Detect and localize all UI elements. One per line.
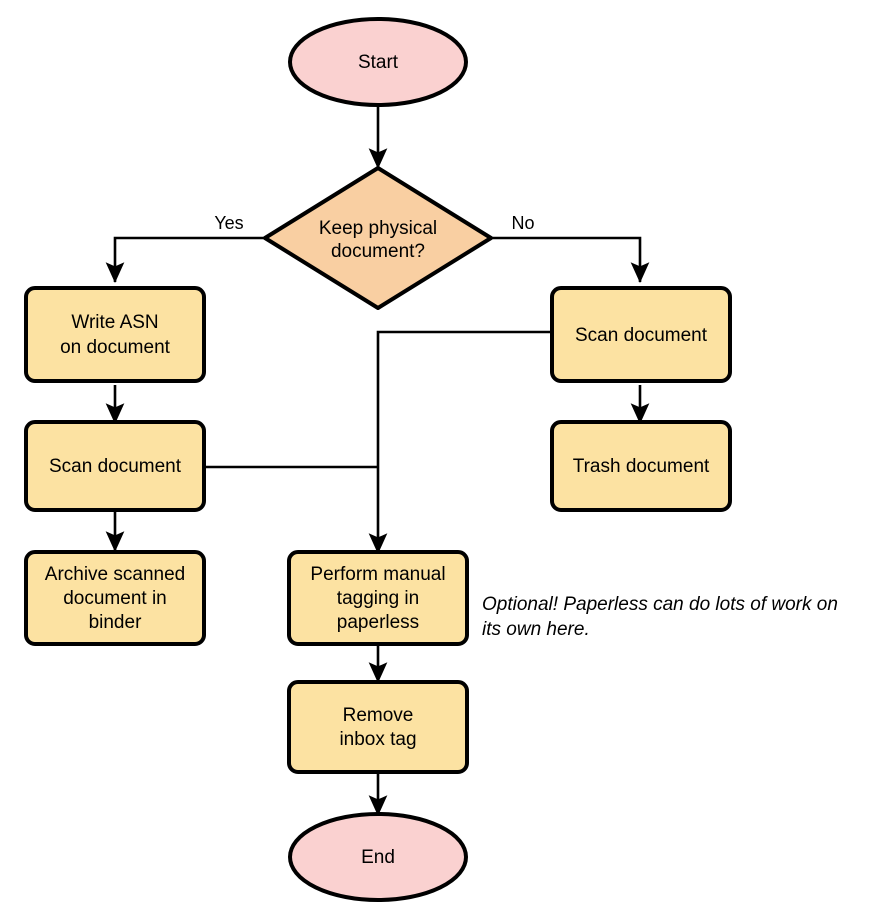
edge-label-no: No [511, 213, 534, 233]
node-write-asn[interactable]: Write ASN on document [24, 286, 206, 383]
archive-box[interactable] [24, 550, 206, 646]
write-asn-box[interactable] [24, 286, 206, 383]
tagging-label-line2: tagging in [337, 588, 419, 609]
archive-label-line1: Archive scanned [45, 564, 185, 585]
trash-label: Trash document [573, 456, 710, 477]
tagging-label-line1: Perform manual [310, 564, 445, 585]
start-label: Start [358, 52, 399, 73]
end-ellipse[interactable] [288, 812, 468, 902]
annotation-optional-note: Optional! Paperless can do lots of work … [482, 594, 838, 640]
edge-decision-yes-to-write-asn [105, 236, 265, 284]
optional-note-line1: Optional! Paperless can do lots of work … [482, 594, 838, 615]
edge-labels-layer: Yes No [214, 213, 534, 233]
node-archive-scanned-document[interactable]: Archive scanned document in binder [24, 550, 206, 646]
remove-inbox-label-line2: inbox tag [339, 729, 416, 750]
scan-right-box[interactable] [550, 286, 732, 383]
tagging-label-line3: paperless [337, 612, 419, 633]
scan-left-box[interactable] [24, 420, 206, 512]
scan-right-label: Scan document [575, 325, 708, 346]
node-end[interactable]: End [288, 812, 468, 902]
remove-inbox-box[interactable] [287, 680, 469, 774]
node-remove-inbox-tag[interactable]: Remove inbox tag [287, 680, 469, 774]
archive-label-line2: document in [63, 588, 167, 609]
scan-left-label: Scan document [49, 456, 182, 477]
edge-scan-right-to-tagging [368, 330, 552, 555]
node-scan-document-right[interactable]: Scan document [550, 286, 732, 383]
decision-diamond[interactable] [263, 166, 493, 310]
decision-label-line2: document? [331, 241, 425, 262]
trash-box[interactable] [550, 420, 732, 512]
node-scan-document-left[interactable]: Scan document [24, 420, 206, 512]
end-label: End [361, 847, 395, 868]
remove-inbox-label-line1: Remove [343, 705, 414, 726]
node-decision-keep-physical-document[interactable]: Keep physical document? [263, 166, 493, 310]
start-ellipse[interactable] [288, 17, 468, 107]
edge-decision-no-to-scan-right [491, 236, 650, 284]
node-start[interactable]: Start [288, 17, 468, 107]
node-trash-document[interactable]: Trash document [550, 420, 732, 512]
decision-label-line1: Keep physical [319, 218, 437, 239]
write-asn-label-line2: on document [60, 337, 171, 358]
optional-note-line2: its own here. [482, 619, 590, 640]
archive-label-line3: binder [89, 612, 142, 633]
edges-layer [105, 104, 650, 817]
tagging-box[interactable] [287, 550, 469, 646]
edge-label-yes: Yes [214, 213, 243, 233]
write-asn-label-line1: Write ASN [71, 312, 158, 333]
node-perform-manual-tagging[interactable]: Perform manual tagging in paperless [287, 550, 469, 646]
